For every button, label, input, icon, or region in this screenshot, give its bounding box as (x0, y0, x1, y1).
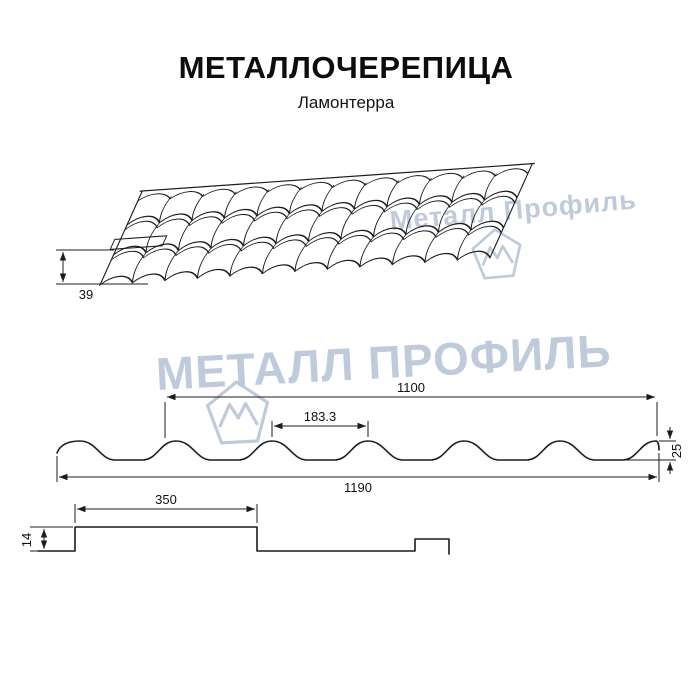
dim-label-25: 25 (669, 444, 684, 458)
dimension-39: 39 (56, 249, 148, 302)
page-title: МЕТАЛЛОЧЕРЕПИЦА (178, 50, 514, 85)
dim-label-350: 350 (155, 492, 177, 507)
page-subtitle: Ламонтерра (297, 93, 395, 112)
dimension-25: 25 (624, 427, 684, 474)
dimension-14: 14 (19, 526, 73, 552)
dimension-1100: 1100 (164, 380, 658, 438)
cross-section-view: 1100 183.3 25 1190 (56, 380, 684, 495)
dim-label-1190: 1190 (344, 480, 372, 495)
dimension-183.3: 183.3 (271, 409, 369, 437)
longitudinal-view: 350 14 (19, 492, 450, 555)
dim-label-1100: 1100 (397, 380, 425, 395)
dimension-350: 350 (74, 492, 258, 523)
perspective-view: 39 (56, 162, 535, 302)
dimension-1190: 1190 (56, 453, 660, 495)
dim-label-39: 39 (79, 287, 93, 302)
dim-label-14: 14 (19, 533, 34, 547)
dim-label-183.3: 183.3 (304, 409, 337, 424)
header: МЕТАЛЛОЧЕРЕПИЦА Ламонтерра (0, 50, 692, 113)
